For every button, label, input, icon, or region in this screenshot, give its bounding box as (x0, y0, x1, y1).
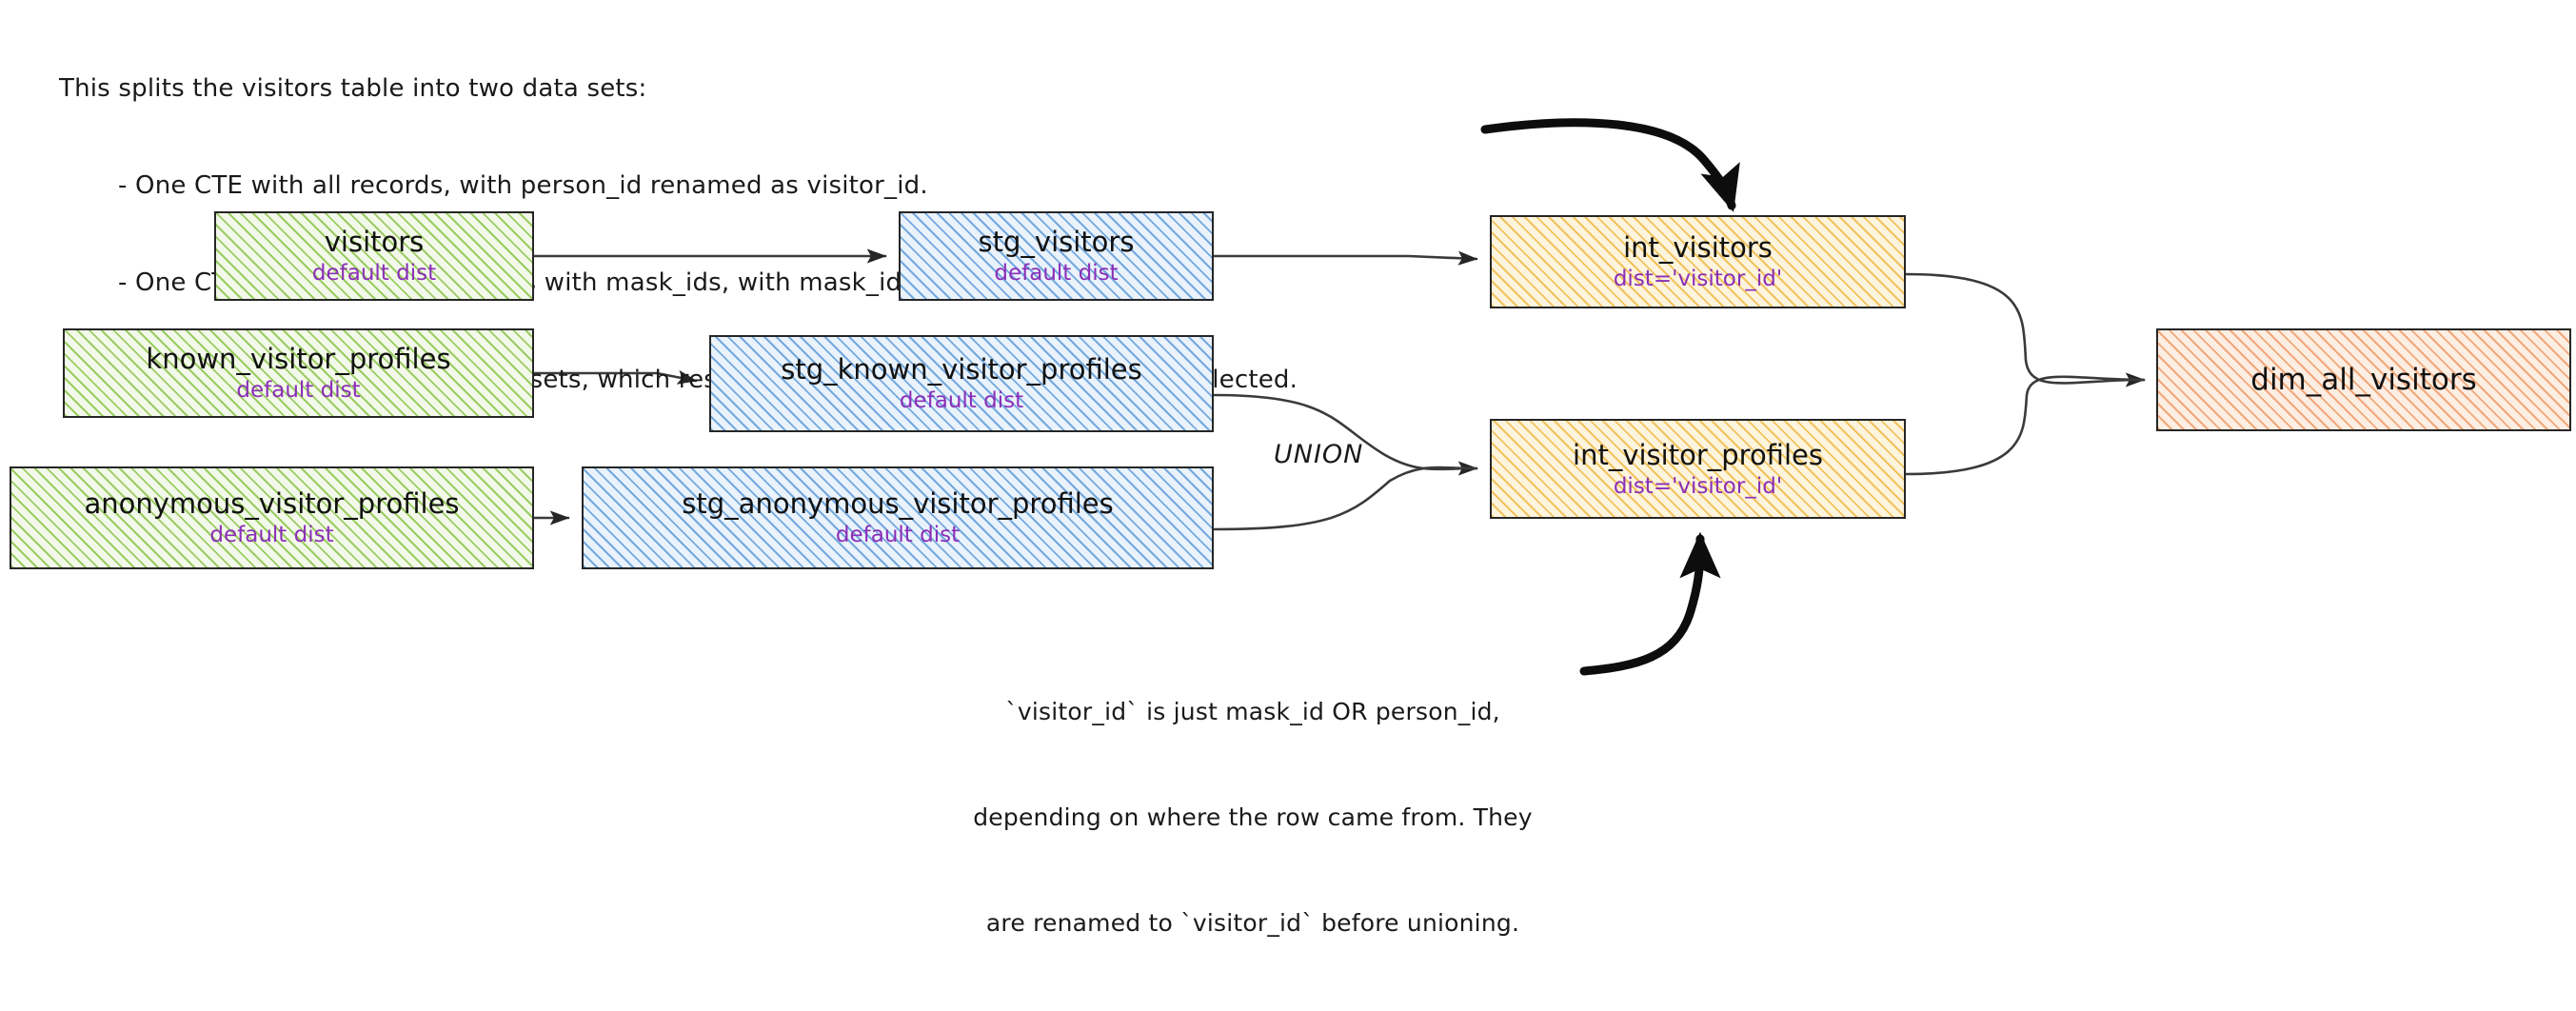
node-int-visitors[interactable]: int_visitors dist='visitor_id' (1490, 215, 1906, 308)
node-title: dim_all_visitors (2250, 363, 2477, 397)
node-title: known_visitor_profiles (146, 343, 451, 375)
node-dist-style: default dist (994, 261, 1119, 286)
node-dist-style: dist='visitor_id' (1613, 473, 1783, 499)
node-visitors[interactable]: visitors default dist (214, 211, 534, 301)
node-stg-known-visitor-profiles[interactable]: stg_known_visitor_profiles default dist (709, 335, 1214, 432)
node-dist-style: default dist (835, 523, 961, 547)
node-title: anonymous_visitor_profiles (84, 487, 460, 520)
node-dist-style: default dist (311, 261, 437, 286)
node-known-visitor-profiles[interactable]: known_visitor_profiles default dist (63, 328, 534, 418)
node-dist-style: default dist (209, 523, 334, 547)
diagram-canvas: This splits the visitors table into two … (10, 74, 2571, 937)
node-title: stg_known_visitor_profiles (781, 353, 1142, 386)
header-note-line-2: - One CTE with all records, with person_… (118, 171, 928, 200)
node-title: int_visitors (1623, 231, 1773, 264)
union-label: UNION (1274, 440, 1364, 469)
node-dist-style: dist='visitor_id' (1613, 267, 1783, 291)
node-title: int_visitor_profiles (1573, 438, 1823, 471)
node-anonymous-visitor-profiles[interactable]: anonymous_visitor_profiles default dist (10, 466, 534, 569)
header-note-line-1: This splits the visitors table into two … (59, 74, 647, 103)
bottom-annotation: `visitor_id` is just mask_id OR person_i… (920, 624, 1586, 1011)
node-stg-anonymous-visitor-profiles[interactable]: stg_anonymous_visitor_profiles default d… (582, 466, 1214, 569)
node-title: stg_anonymous_visitor_profiles (682, 487, 1114, 520)
node-dim-all-visitors[interactable]: dim_all_visitors (2156, 328, 2571, 431)
node-title: visitors (324, 226, 425, 258)
bottom-note-line-1: `visitor_id` is just mask_id OR person_i… (1005, 698, 1500, 725)
annotation-arrow-header-to-int-visitors (1480, 118, 1740, 212)
annotation-arrow-bottom-to-int-visitor-profiles (1579, 531, 1721, 676)
node-dist-style: default dist (236, 378, 361, 403)
node-title: stg_visitors (978, 226, 1135, 258)
edge-int-visitors-to-dim (1904, 272, 2146, 387)
edge-int-visitor-profiles-to-dim (1904, 375, 2146, 476)
node-int-visitor-profiles[interactable]: int_visitor_profiles dist='visitor_id' (1490, 419, 1906, 519)
node-dist-style: default dist (899, 388, 1024, 413)
node-stg-visitors[interactable]: stg_visitors default dist (899, 211, 1214, 301)
edge-stg-anon-to-int-visitor-profiles (1212, 466, 1478, 531)
bottom-note-line-2: depending on where the row came from. Th… (973, 803, 1533, 831)
bottom-note-line-3: are renamed to `visitor_id` before union… (985, 909, 1520, 937)
